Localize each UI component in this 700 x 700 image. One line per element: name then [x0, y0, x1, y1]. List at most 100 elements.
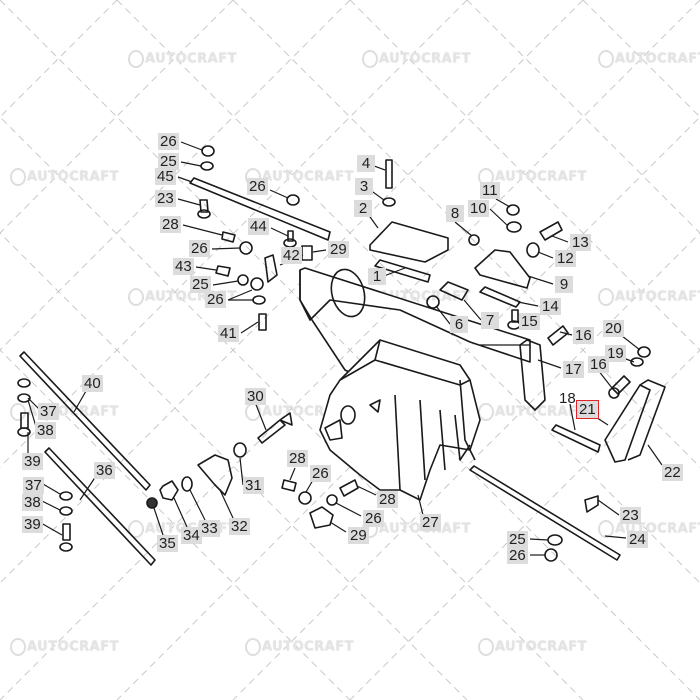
logo-ring-icon [598, 288, 614, 306]
nut-35 [146, 497, 158, 509]
part-callout-36[interactable]: 36 [94, 462, 115, 479]
part-callout-34[interactable]: 34 [181, 527, 202, 544]
part-callout-21[interactable]: 21 [576, 400, 599, 419]
part-callout-16[interactable]: 16 [573, 327, 594, 344]
watermark-logo: AUTOCRAFT [10, 168, 119, 186]
part-callout-40[interactable]: 40 [82, 375, 103, 392]
part-callout-27[interactable]: 27 [420, 514, 441, 531]
part-callout-14[interactable]: 14 [540, 298, 561, 315]
watermark-logo: AUTOCRAFT [598, 50, 700, 68]
part-callout-38[interactable]: 38 [35, 422, 56, 439]
rail-45 [189, 177, 331, 241]
plate-1 [374, 259, 431, 283]
part-callout-25[interactable]: 25 [507, 531, 528, 548]
part-callout-33[interactable]: 33 [199, 520, 220, 537]
part-callout-38[interactable]: 38 [22, 494, 43, 511]
part-callout-28[interactable]: 28 [377, 491, 398, 508]
part-callout-25[interactable]: 25 [158, 153, 179, 170]
part-callout-3[interactable]: 3 [355, 178, 373, 195]
watermark-logo: AUTOCRAFT [10, 638, 119, 656]
part-callout-29[interactable]: 29 [348, 527, 369, 544]
part-callout-43[interactable]: 43 [173, 258, 194, 275]
part-callout-26[interactable]: 26 [507, 547, 528, 564]
part-callout-32[interactable]: 32 [229, 518, 250, 535]
washer-33 [181, 476, 193, 492]
part-callout-41[interactable]: 41 [218, 325, 239, 342]
watermark-logo: AUTOCRAFT [478, 403, 587, 421]
plate-2 [369, 221, 449, 263]
part-callout-39[interactable]: 39 [22, 516, 43, 533]
part-callout-6[interactable]: 6 [450, 316, 468, 333]
part-callout-18[interactable]: 18 [559, 390, 576, 407]
watermark-logo: AUTOCRAFT [128, 50, 237, 68]
part-callout-26[interactable]: 26 [310, 465, 331, 482]
part-callout-13[interactable]: 13 [570, 234, 591, 251]
plate-7 [439, 281, 469, 301]
part-callout-30[interactable]: 30 [245, 388, 266, 405]
part-callout-12[interactable]: 12 [555, 250, 576, 267]
part-callout-44[interactable]: 44 [248, 218, 269, 235]
watermark-text: AUTOCRAFT [615, 51, 700, 67]
part-callout-25[interactable]: 25 [190, 276, 211, 293]
frame-box [319, 339, 481, 501]
part-callout-24[interactable]: 24 [627, 531, 648, 548]
part-callout-42[interactable]: 42 [281, 247, 302, 264]
part-callout-39[interactable]: 39 [22, 453, 43, 470]
watermark-logo: AUTOCRAFT [478, 638, 587, 656]
leader-lines [27, 141, 663, 556]
part-callout-7[interactable]: 7 [481, 312, 499, 329]
bolt-30 [257, 412, 293, 444]
part-callout-10[interactable]: 10 [468, 200, 489, 217]
part-callout-9[interactable]: 9 [555, 276, 573, 293]
watermark-logo: AUTOCRAFT [245, 638, 354, 656]
part-callout-15[interactable]: 15 [519, 313, 540, 330]
logo-ring-icon [10, 638, 26, 656]
bracket-9 [474, 249, 531, 289]
part-callout-17[interactable]: 17 [563, 361, 584, 378]
part-callout-26[interactable]: 26 [205, 291, 226, 308]
rail-36 [44, 447, 156, 566]
part-callout-23[interactable]: 23 [620, 507, 641, 524]
part-callout-35[interactable]: 35 [157, 535, 178, 552]
part-callout-22[interactable]: 22 [662, 464, 683, 481]
part-callout-8[interactable]: 8 [446, 205, 464, 222]
part-callout-31[interactable]: 31 [243, 477, 264, 494]
logo-ring-icon [10, 168, 26, 186]
part-callout-4[interactable]: 4 [357, 155, 375, 172]
watermark-text: AUTOCRAFT [27, 169, 119, 185]
logo-ring-icon [10, 403, 26, 421]
watermark-text: AUTOCRAFT [145, 51, 237, 67]
logo-ring-icon [128, 288, 144, 306]
part-callout-28[interactable]: 28 [287, 450, 308, 467]
part-callout-1[interactable]: 1 [368, 268, 386, 285]
part-callout-26[interactable]: 26 [247, 178, 268, 195]
part-callout-45[interactable]: 45 [155, 168, 176, 185]
part-callout-19[interactable]: 19 [605, 345, 626, 362]
part-callout-28[interactable]: 28 [160, 216, 181, 233]
nut-34 [159, 480, 179, 501]
watermark-text: AUTOCRAFT [27, 639, 119, 655]
rail-40 [19, 351, 151, 491]
part-callout-29[interactable]: 29 [328, 241, 349, 258]
watermark-text: AUTOCRAFT [615, 289, 700, 305]
part-callout-37[interactable]: 37 [38, 403, 59, 420]
logo-ring-icon [478, 403, 494, 421]
logo-ring-icon [128, 50, 144, 68]
part-callout-26[interactable]: 26 [363, 510, 384, 527]
part-callout-23[interactable]: 23 [155, 190, 176, 207]
part-callout-20[interactable]: 20 [603, 320, 624, 337]
part-callout-2[interactable]: 2 [354, 200, 372, 217]
logo-ring-icon [598, 520, 614, 538]
plate-18 [551, 424, 601, 453]
watermark-logo: AUTOCRAFT [362, 50, 471, 68]
plate-21 [604, 384, 651, 463]
part-callout-26[interactable]: 26 [158, 133, 179, 150]
part-callout-26[interactable]: 26 [189, 240, 210, 257]
watermark-text: AUTOCRAFT [495, 639, 587, 655]
part-callout-16[interactable]: 16 [588, 356, 609, 373]
part-callout-11[interactable]: 11 [480, 182, 500, 199]
watermark-text: AUTOCRAFT [379, 51, 471, 67]
part-callout-37[interactable]: 37 [23, 477, 44, 494]
